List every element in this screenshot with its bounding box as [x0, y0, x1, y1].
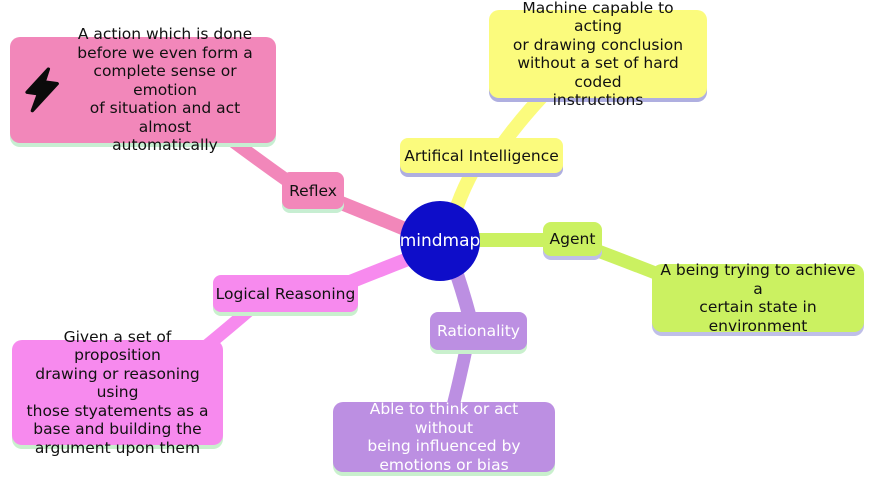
lightning-bolt-icon — [25, 67, 59, 113]
logical-reasoning-detail-node: Given a set of proposition drawing or re… — [12, 328, 223, 457]
rationality-detail-text: Able to think or act without being influ… — [367, 400, 521, 474]
root-node: mindmap — [400, 201, 480, 281]
agent-detail-node: A being trying to achieve a certain stat… — [652, 261, 864, 335]
rationality-branch-label: Rationality — [437, 322, 520, 340]
agent-branch-node: Agent — [543, 222, 602, 256]
artificial-intelligence-detail-text: Machine capable to acting or drawing con… — [512, 0, 684, 109]
rationality-detail-node: Able to think or act without being influ… — [333, 400, 555, 474]
logical-reasoning-branch-node: Logical Reasoning — [213, 275, 358, 312]
agent-detail-text: A being trying to achieve a certain stat… — [660, 261, 856, 335]
artificial-intelligence-detail-node: Machine capable to acting or drawing con… — [489, 0, 707, 109]
logical-reasoning-branch-label: Logical Reasoning — [215, 284, 356, 303]
artificial-intelligence-branch-label: Artifical Intelligence — [404, 146, 559, 165]
reflex-branch-node: Reflex — [282, 172, 344, 209]
agent-branch-label: Agent — [549, 230, 596, 248]
reflex-branch-label: Reflex — [289, 181, 337, 200]
artificial-intelligence-branch-node: Artifical Intelligence — [400, 138, 563, 173]
root-node-label: mindmap — [399, 231, 481, 251]
reflex-detail-node: A action which is done before we even fo… — [10, 25, 276, 154]
reflex-detail-text: A action which is done before we even fo… — [77, 25, 253, 155]
rationality-branch-node: Rationality — [430, 312, 527, 350]
logical-reasoning-detail-text: Given a set of proposition drawing or re… — [26, 327, 209, 457]
